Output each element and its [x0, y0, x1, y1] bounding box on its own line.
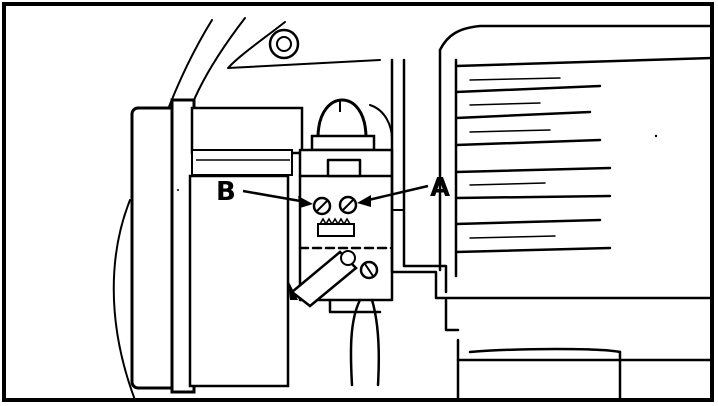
cooling-fins — [454, 56, 714, 254]
bolt-head — [268, 28, 300, 60]
callout-b: B — [216, 177, 313, 208]
air-cleaner-box — [130, 98, 304, 394]
fuel-lines — [328, 298, 382, 387]
idle-speed-screw — [359, 260, 379, 280]
callout-a: A — [357, 173, 450, 207]
mixture-screw-a — [338, 195, 358, 215]
label-a: A — [430, 173, 450, 203]
label-b: B — [216, 177, 236, 207]
governor-linkage — [369, 104, 405, 211]
mixture-screw-b — [312, 196, 332, 216]
choke-lever — [288, 250, 358, 308]
engine-shroud — [390, 24, 714, 402]
throttle-gear — [317, 217, 355, 237]
scan-specks — [177, 134, 658, 191]
primer-bulb — [310, 98, 376, 152]
